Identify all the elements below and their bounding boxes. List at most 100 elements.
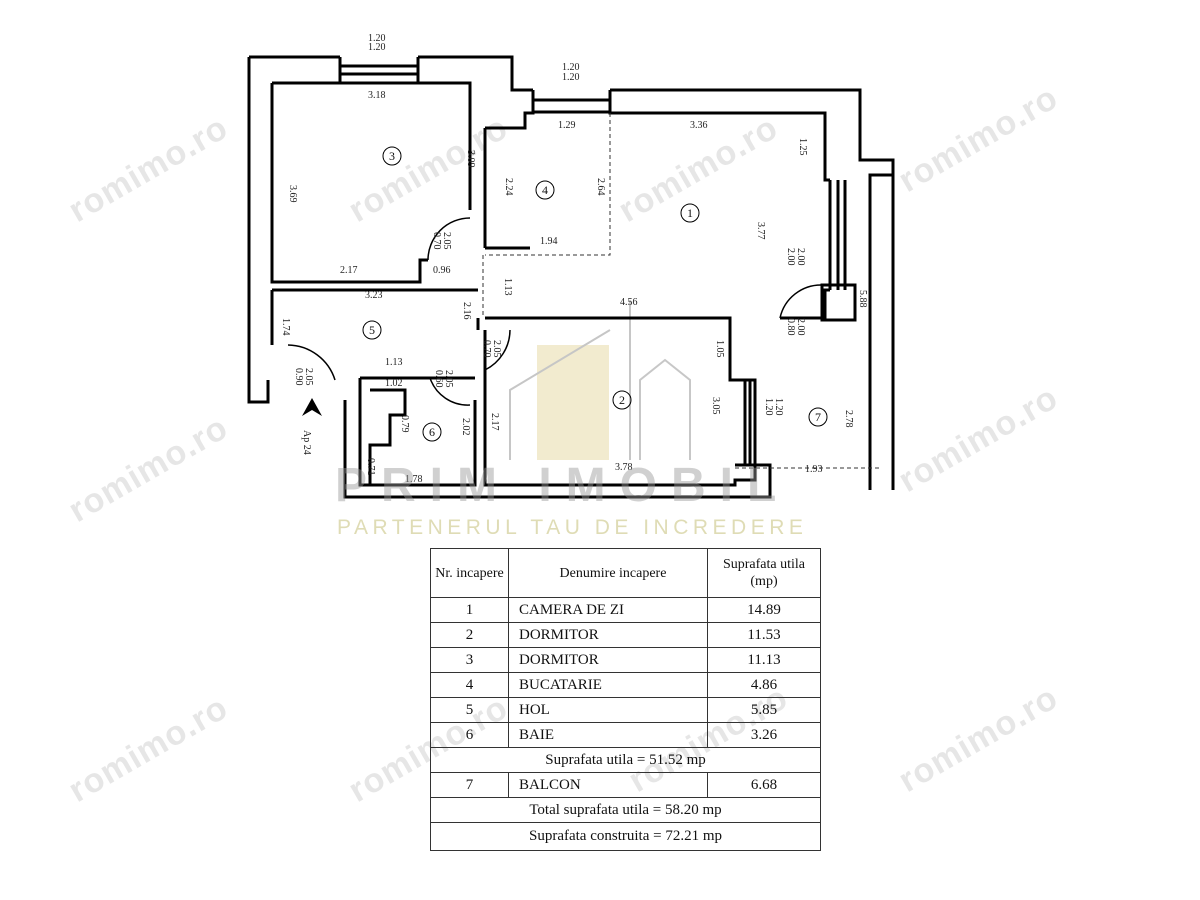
cell-area: 11.53	[707, 622, 821, 648]
cell-name: HOL	[508, 697, 708, 723]
svg-text:3.18: 3.18	[368, 90, 386, 101]
cell-area: 3.26	[707, 722, 821, 748]
svg-text:2.17: 2.17	[340, 265, 358, 276]
svg-text:1.02: 1.02	[385, 378, 403, 389]
built-area: Suprafata construita = 72.21 mp	[430, 822, 821, 851]
svg-text:2.02: 2.02	[460, 418, 471, 436]
floor-plan: 3 4 1 5 6 2 7 3.18 3.69 3.09 2.17 0.96 1…	[247, 33, 895, 499]
room-number: 6	[429, 425, 435, 439]
svg-text:2.00: 2.00	[795, 318, 806, 336]
cell-area: 14.89	[707, 597, 821, 623]
svg-text:1.93: 1.93	[805, 464, 823, 475]
built-row: Suprafata construita = 72.21 mp	[430, 822, 821, 851]
svg-text:1.20: 1.20	[562, 72, 580, 83]
area-table: Nr. incapere Denumire incapere Suprafata…	[430, 548, 821, 851]
svg-text:3.78: 3.78	[615, 462, 633, 473]
subtotal-row: Suprafata utila = 51.52 mp	[430, 747, 821, 773]
logo-tagline: PARTENERUL TAU DE INCREDERE	[337, 516, 808, 539]
header-area: Suprafata utila (mp)	[707, 548, 821, 598]
svg-text:4.56: 4.56	[620, 297, 638, 308]
svg-text:1.74: 1.74	[280, 318, 291, 336]
cell-name: DORMITOR	[508, 622, 708, 648]
logo-mark	[509, 300, 691, 460]
room-numbers	[362, 146, 828, 442]
svg-text:2.00: 2.00	[795, 248, 806, 266]
room-number: 4	[542, 183, 548, 197]
svg-text:0.80: 0.80	[785, 318, 796, 336]
svg-text:1.25: 1.25	[797, 138, 808, 156]
svg-text:0.96: 0.96	[433, 265, 451, 276]
total: Total suprafata utila = 58.20 mp	[430, 797, 821, 823]
svg-text:2.05: 2.05	[303, 368, 314, 386]
svg-text:0.70: 0.70	[431, 232, 442, 250]
room-number: 5	[369, 323, 375, 337]
cell-nr: 4	[430, 672, 509, 698]
svg-text:3.23: 3.23	[365, 290, 383, 301]
walls	[247, 55, 895, 499]
cell-nr: 5	[430, 697, 509, 723]
svg-text:1.20: 1.20	[773, 398, 784, 416]
svg-text:3.77: 3.77	[755, 222, 766, 240]
svg-text:0.79: 0.79	[399, 415, 410, 433]
logo-title: PRIM IMOBIL	[335, 459, 791, 512]
cell-name: CAMERA DE ZI	[508, 597, 708, 623]
svg-text:0.71: 0.71	[365, 458, 376, 476]
svg-text:0.60: 0.60	[433, 370, 444, 388]
room-number: 7	[815, 410, 821, 424]
dashed-lines	[482, 113, 880, 469]
svg-text:2.05: 2.05	[491, 340, 502, 358]
svg-text:2.24: 2.24	[503, 178, 514, 196]
svg-text:3.36: 3.36	[690, 120, 708, 131]
svg-text:1.20: 1.20	[368, 33, 386, 44]
cell-name: DORMITOR	[508, 647, 708, 673]
cell-area: 11.13	[707, 647, 821, 673]
cell-area: 5.85	[707, 697, 821, 723]
total-row: Total suprafata utila = 58.20 mp	[430, 797, 821, 823]
svg-text:2.05: 2.05	[443, 370, 454, 388]
watermark: romimo.ro	[892, 678, 1065, 800]
watermark: romimo.ro	[62, 688, 235, 810]
cell-nr: 2	[430, 622, 509, 648]
svg-text:3.05: 3.05	[710, 397, 721, 415]
svg-text:1.20: 1.20	[368, 42, 386, 53]
cell-area: 6.68	[707, 772, 821, 798]
svg-text:0.70: 0.70	[481, 340, 492, 358]
table-header: Nr. incapere Denumire incapere Suprafata…	[430, 548, 821, 598]
cell-nr: 1	[430, 597, 509, 623]
cell-name: BUCATARIE	[508, 672, 708, 698]
cell-nr: 7	[430, 772, 509, 798]
svg-text:1.20: 1.20	[562, 62, 580, 73]
svg-text:1.20: 1.20	[763, 398, 774, 416]
svg-text:3.09: 3.09	[465, 150, 476, 168]
subtotal: Suprafata utila = 51.52 mp	[430, 747, 821, 773]
svg-text:1.29: 1.29	[558, 120, 576, 131]
svg-text:2.05: 2.05	[441, 232, 452, 250]
svg-text:2.16: 2.16	[461, 302, 472, 320]
room-number: 3	[389, 149, 395, 163]
svg-text:5.88: 5.88	[857, 290, 868, 308]
room-number: 1	[687, 206, 693, 220]
cell-area: 4.86	[707, 672, 821, 698]
svg-text:1.05: 1.05	[714, 340, 725, 358]
cell-nr: 6	[430, 722, 509, 748]
cell-name: BAIE	[508, 722, 708, 748]
header-name: Denumire incapere	[508, 548, 708, 598]
cell-name: BALCON	[508, 772, 708, 798]
svg-text:1.13: 1.13	[385, 357, 403, 368]
room-number: 2	[619, 393, 625, 407]
svg-text:2.78: 2.78	[843, 410, 854, 428]
svg-text:2.00: 2.00	[785, 248, 796, 266]
dimension-labels: 3.18 3.69 3.09 2.17 0.96 1.29 2.24 2.64 …	[280, 33, 868, 485]
svg-text:1.78: 1.78	[405, 474, 423, 485]
svg-text:2.17: 2.17	[489, 413, 500, 431]
svg-text:3.69: 3.69	[287, 185, 298, 203]
entrance-arrow-icon	[302, 398, 322, 416]
cell-nr: 3	[430, 647, 509, 673]
